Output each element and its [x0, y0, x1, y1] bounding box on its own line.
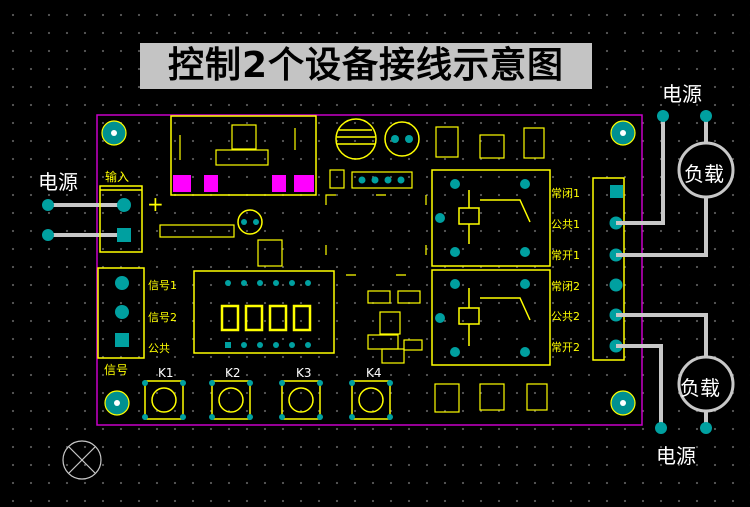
- signal-terminal-1: 信号1: [148, 279, 177, 292]
- key-label-k4: K4: [366, 366, 382, 380]
- power-label-bottom: 电源: [656, 444, 696, 468]
- power-input-wires: [48, 203, 124, 237]
- relay-terminal-nc1: 常闭1: [551, 187, 580, 200]
- load-2-symbol: [677, 355, 735, 413]
- display-digits: [220, 304, 312, 332]
- relay-1: [431, 169, 551, 267]
- pcb-board: [96, 114, 643, 426]
- relay-2: [431, 269, 551, 366]
- capacitor-1: [335, 118, 377, 160]
- load-1-label: 负载: [684, 162, 724, 186]
- display-pins: [225, 280, 311, 348]
- relay-terminal-nc2: 常闭2: [551, 280, 580, 293]
- load-1-symbol: [677, 141, 735, 199]
- output-terminal-pads: [609, 185, 623, 353]
- plus-sign: +: [147, 192, 164, 216]
- output-terminal-block: [592, 177, 625, 361]
- load-2-label: 负载: [680, 376, 720, 400]
- power-label-top: 电源: [662, 82, 702, 106]
- power-label-left: 电源: [38, 170, 78, 194]
- key-label-k3: K3: [296, 366, 312, 380]
- signal-label: 信号: [104, 363, 129, 377]
- key-buttons: [144, 380, 391, 420]
- signal-terminal-2: 信号2: [148, 311, 177, 324]
- relay-terminal-com1: 公共1: [551, 218, 580, 231]
- input-terminal: [99, 185, 143, 253]
- key-label-k2: K2: [225, 366, 241, 380]
- capacitor-2: [384, 121, 420, 157]
- diagram-title: 控制2个设备接线示意图: [140, 43, 592, 89]
- signal-terminal-common: 公共: [148, 342, 170, 355]
- power-module: [170, 115, 317, 196]
- key-label-k1: K1: [158, 366, 174, 380]
- relay-terminal-com2: 公共2: [551, 310, 580, 323]
- relay-terminal-no2: 常开2: [551, 341, 580, 354]
- relay-terminal-no1: 常开1: [551, 249, 580, 262]
- origin-marker: [62, 440, 102, 480]
- led-display: [193, 270, 335, 354]
- signal-terminal: [97, 267, 145, 359]
- input-label: 输入: [105, 170, 130, 184]
